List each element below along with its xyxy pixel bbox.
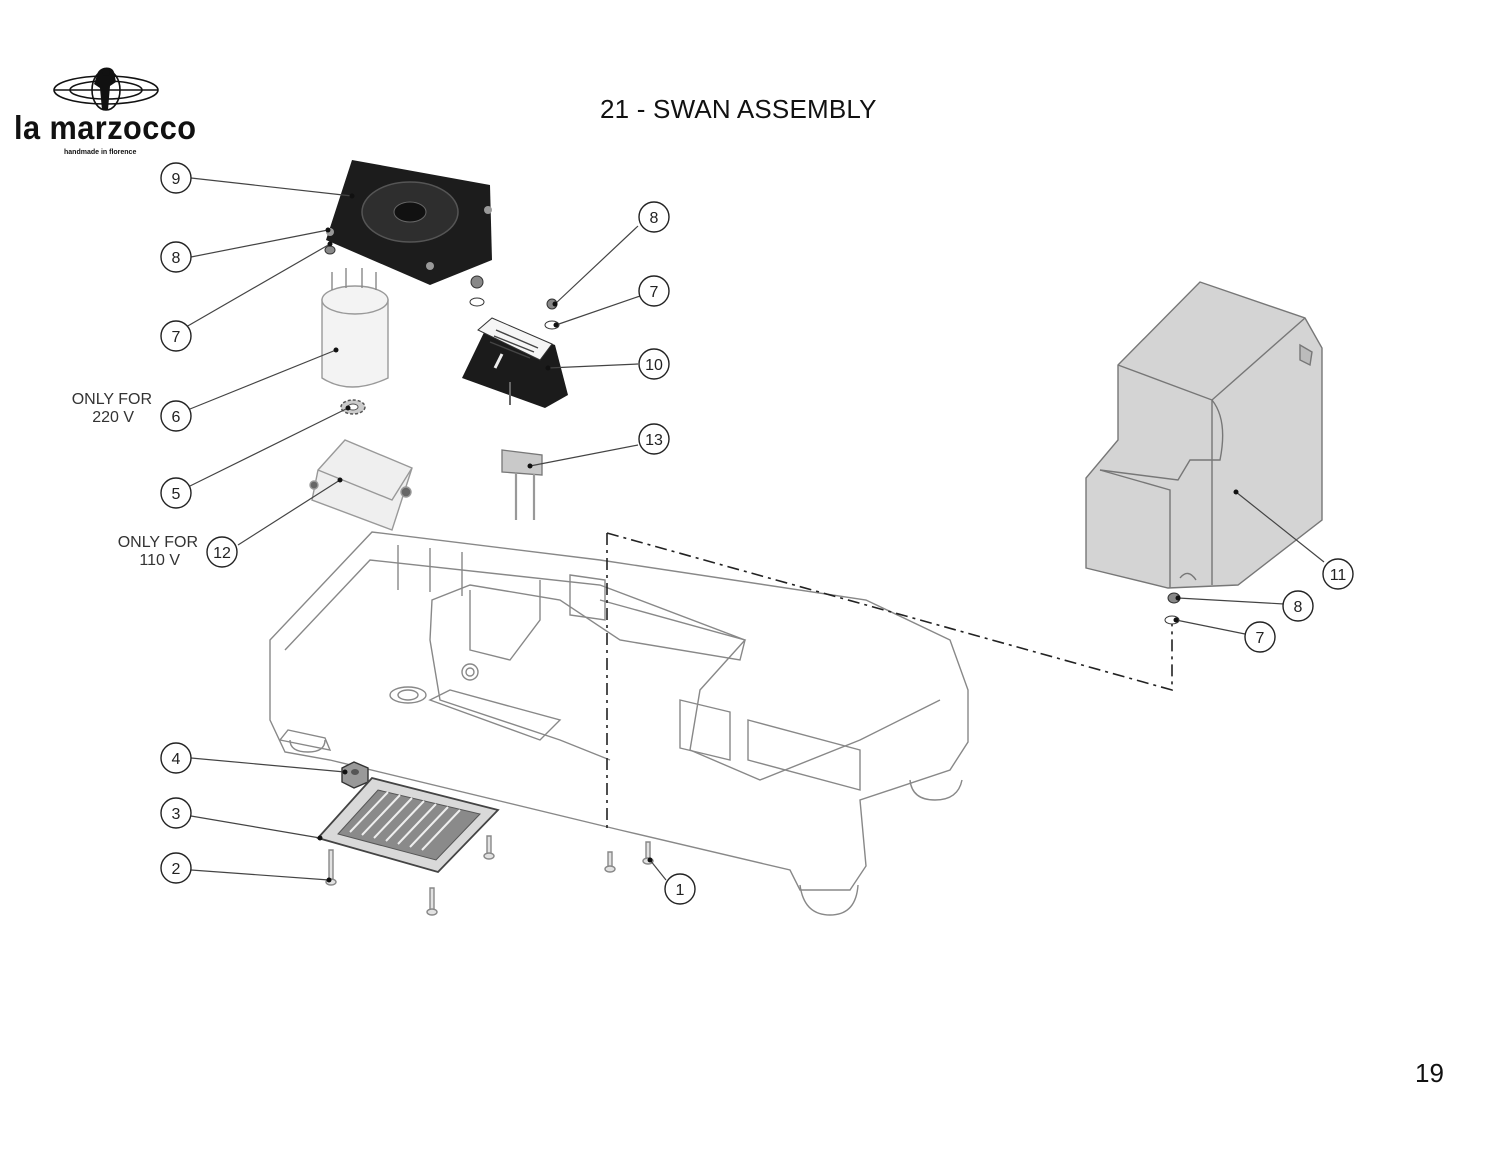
alignment-dashed-line <box>606 532 1173 832</box>
callout-7-fan: 7 <box>172 329 181 346</box>
callout-circle <box>1244 621 1276 653</box>
callout-7-cover: 7 <box>1256 630 1265 647</box>
note-only-220v-line2: 220 V <box>92 409 134 426</box>
note-only-220v-line1: ONLY FOR <box>71 391 152 408</box>
filter-capacitor-part <box>321 268 389 388</box>
brand-tagline: handmade in florence <box>64 149 137 156</box>
callout-circle <box>160 162 192 194</box>
brand-name: la marzocco <box>14 109 197 146</box>
callout-circle <box>160 320 192 352</box>
callout-11: 11 <box>1330 567 1347 584</box>
callout-6: 6 <box>172 409 181 426</box>
callout-circle <box>160 742 192 774</box>
callout-circle <box>160 852 192 884</box>
callout-5: 5 <box>172 486 181 503</box>
note-only-220v: ONLY FOR 220 V <box>60 391 152 427</box>
callout-10: 10 <box>645 357 663 374</box>
page-number: 19 <box>1415 1058 1444 1088</box>
fan-part <box>326 160 492 285</box>
transformer-part <box>462 317 568 408</box>
cover-part <box>1085 281 1323 589</box>
machine-base <box>269 531 969 916</box>
callout-7-transformer: 7 <box>650 284 659 301</box>
callout-circle <box>1322 558 1354 590</box>
noise-filter-part <box>309 439 413 531</box>
fan-nuts <box>324 245 1181 625</box>
callout-13: 13 <box>645 432 663 449</box>
callout-3: 3 <box>172 806 181 823</box>
leader-lines <box>185 177 1325 881</box>
callout-8-fan: 8 <box>172 250 181 267</box>
callout-2: 2 <box>172 861 181 878</box>
callout-circle <box>638 348 670 380</box>
relay-part <box>501 449 543 520</box>
page-title: 21 - SWAN ASSEMBLY <box>600 94 877 124</box>
callout-circle <box>160 797 192 829</box>
screws <box>325 835 654 916</box>
note-only-110v-line1: ONLY FOR <box>117 534 198 551</box>
leader-dots <box>317 193 1239 883</box>
callout-circle <box>664 873 696 905</box>
la-marzocco-logo <box>53 67 159 111</box>
star-washer-part <box>340 399 366 415</box>
callout-8-transformer: 8 <box>650 210 659 227</box>
callout-1: 1 <box>676 882 685 899</box>
callout-circle <box>206 536 238 568</box>
callout-12: 12 <box>213 545 231 562</box>
nut-part <box>341 761 369 789</box>
callout-circle <box>638 201 670 233</box>
callout-circle <box>1282 590 1314 622</box>
callout-circle <box>160 477 192 509</box>
callout-circle <box>160 400 192 432</box>
callout-9: 9 <box>172 171 181 188</box>
note-only-110v: ONLY FOR 110 V <box>106 534 198 570</box>
callout-8-cover: 8 <box>1294 599 1303 616</box>
note-only-110v-line2: 110 V <box>139 552 180 569</box>
callout-circle <box>638 423 670 455</box>
callout-circle <box>638 275 670 307</box>
callout-circle <box>160 241 192 273</box>
callout-4: 4 <box>172 751 181 768</box>
grille-plate-part <box>316 776 500 874</box>
